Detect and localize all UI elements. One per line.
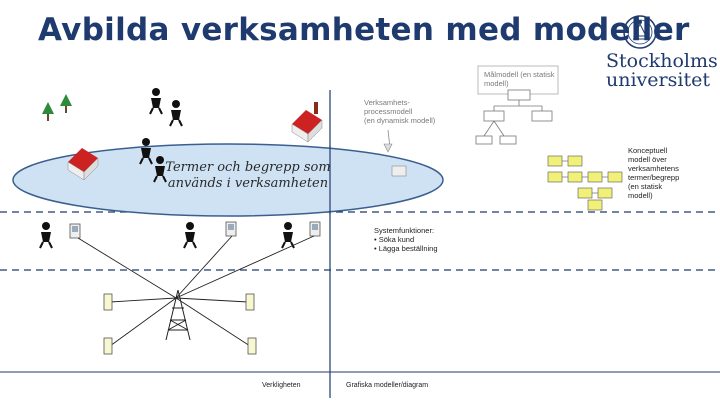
computer-terminal-icon: [310, 222, 320, 236]
university-logo: Stockholms universitet: [606, 52, 718, 90]
server-icon: [246, 294, 254, 310]
person-icon: [184, 222, 196, 248]
server-icon: [104, 338, 112, 354]
reality-label: Verkligheten: [262, 382, 301, 389]
graphic-models-label: Grafiska modeller/diagram: [346, 382, 428, 389]
university-seal-icon: [624, 16, 656, 48]
server-icon: [104, 294, 112, 310]
person-icon: [170, 100, 182, 126]
concept-model-label: Konceptuell modell över verksamhetens te…: [628, 146, 679, 200]
computer-terminal-icon: [70, 224, 80, 238]
person-icon: [150, 88, 162, 114]
person-icon: [282, 222, 294, 248]
goal-model-label: Målmodell (en statisk modell): [484, 70, 554, 88]
concept-model-diagram: [548, 156, 622, 210]
logo-line2: universitet: [606, 71, 718, 90]
network-lines: [78, 236, 314, 346]
person-icon: [40, 222, 52, 248]
tree-icon: [60, 94, 72, 113]
system-functions-label: Systemfunktioner: • Söka kund • Lägga be…: [374, 226, 438, 253]
tree-icon: [42, 102, 54, 121]
computer-terminal-icon: [226, 222, 236, 236]
ellipse-label: Termer och begrepp som används i verksam…: [158, 160, 338, 192]
process-model-label: Verksamhets- processmodell (en dynamisk …: [364, 98, 435, 125]
server-icon: [248, 338, 256, 354]
factory-house-icon: [292, 102, 322, 142]
